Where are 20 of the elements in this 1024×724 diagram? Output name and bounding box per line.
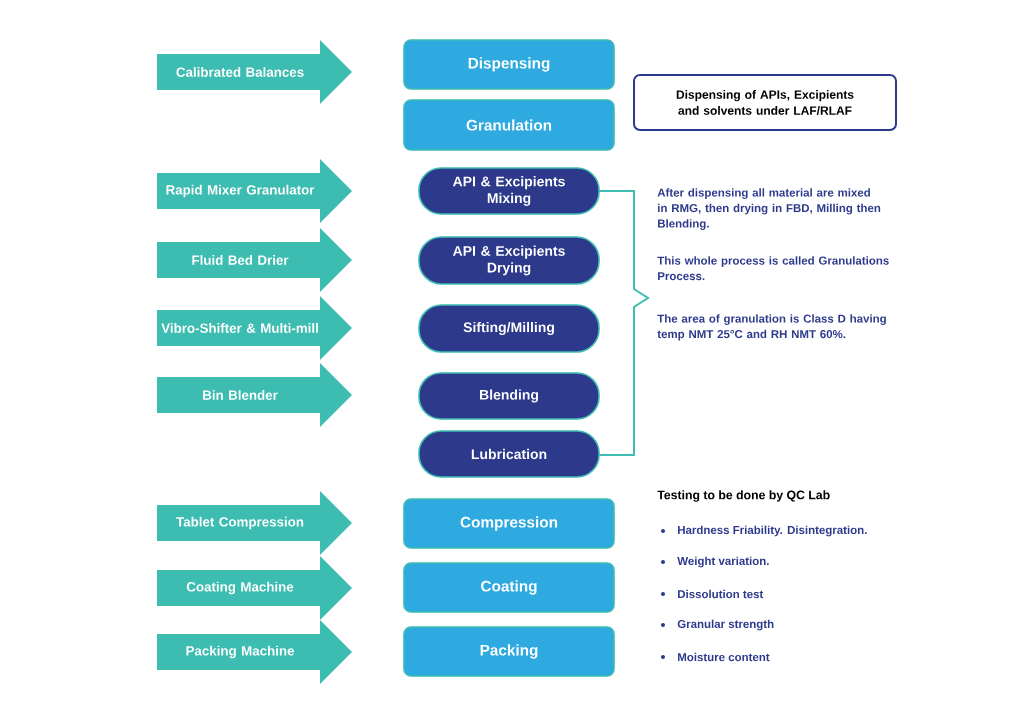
process-pill: API & Excipients Drying — [418, 236, 600, 285]
process-box: Coating — [403, 562, 615, 613]
note-text: This whole process is called Granulations Process. — [657, 256, 889, 281]
note-box: Dispensing of APIs, Excipients and solvents under LAF/RLAF — [633, 74, 897, 131]
process-pill: Lubrication — [418, 430, 600, 478]
process-pill: Sifting/Milling — [418, 304, 600, 353]
process-box: Compression — [403, 498, 615, 549]
process-pill: API & Excipients Mixing — [418, 167, 600, 215]
heading: Testing to be done by QC Lab — [657, 490, 830, 502]
bullet-item: Moisture content — [661, 652, 770, 662]
process-pill: Blending — [418, 372, 600, 420]
note-text: After dispensing all material are mixed in RMG, then drying in FBD, Milling then Blending. — [657, 188, 881, 230]
process-box: Packing — [403, 626, 615, 677]
process-box: Granulation — [403, 99, 615, 151]
note-text: The area of granulation is Class D having temp NMT 25°C and RH NMT 60%. — [657, 314, 886, 341]
bullet-item: Granular strength — [661, 619, 774, 631]
bullet-item: Hardness Friability. Disintegration. — [661, 525, 867, 537]
bullet-item: Weight variation. — [661, 556, 769, 568]
bullet-item: Dissolution test — [661, 589, 764, 599]
process-box: Dispensing — [403, 39, 615, 90]
